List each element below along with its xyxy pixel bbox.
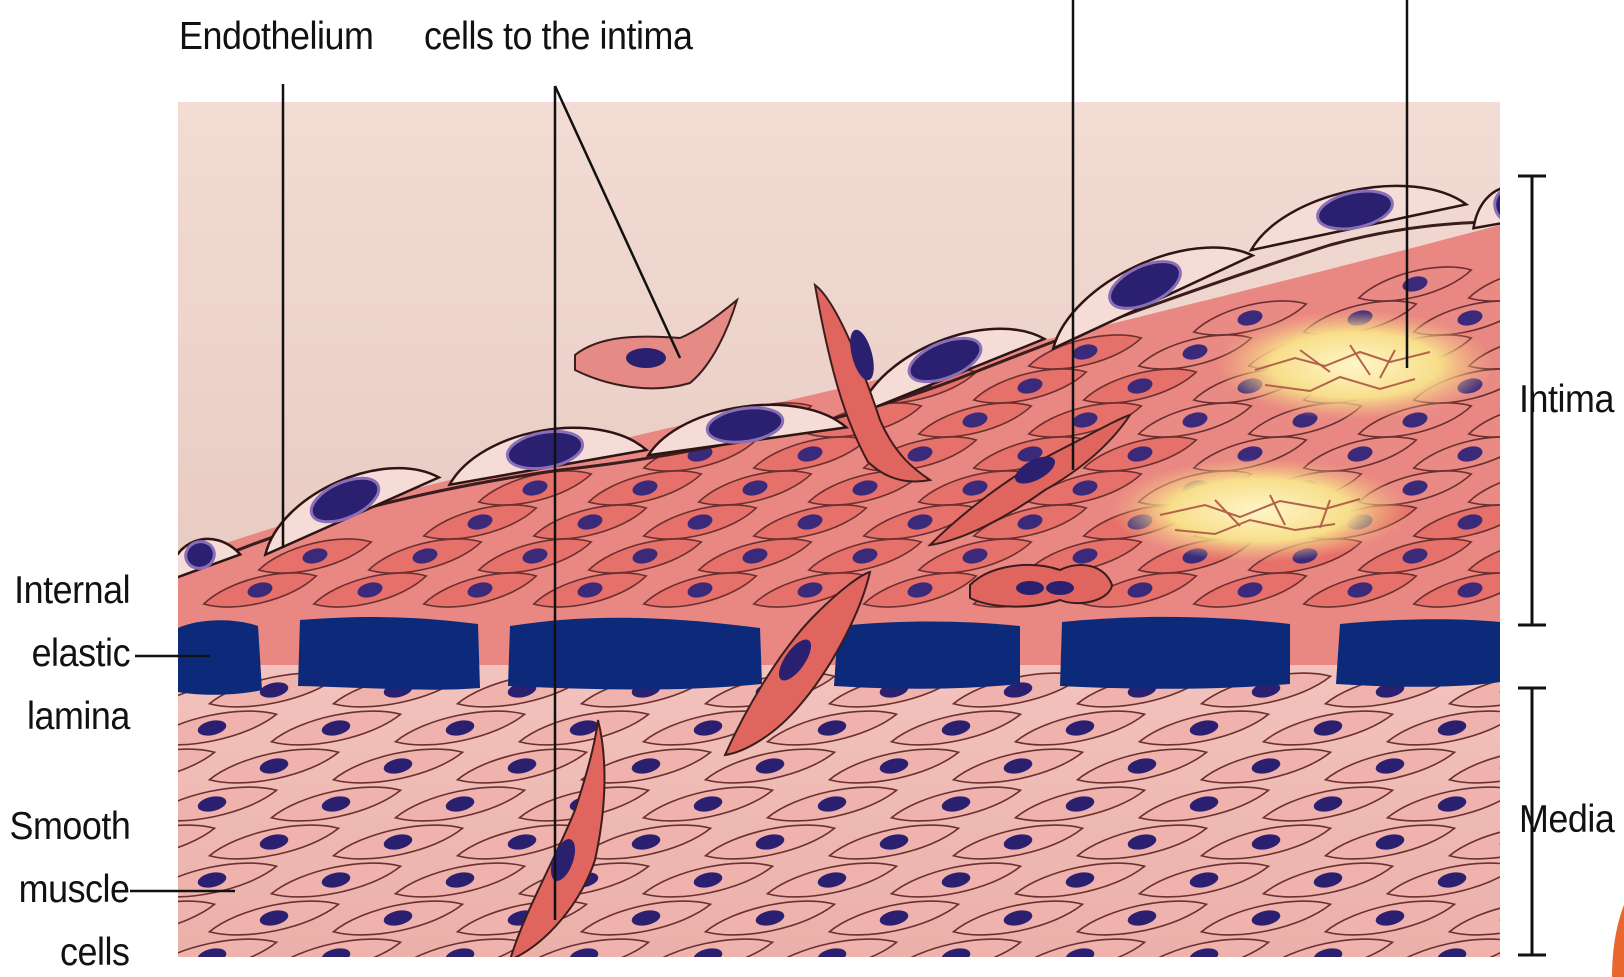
smooth-muscle-cells-label-line1: Smooth xyxy=(9,804,130,851)
intima-label: Intima xyxy=(1519,377,1614,424)
smooth-muscle-cells-label-line3: cells xyxy=(61,930,130,977)
smooth-muscle-cells-label-line2: muscle xyxy=(19,867,130,914)
internal-elastic-lamina-label-line2: elastic xyxy=(32,631,130,678)
dividing-cell xyxy=(970,565,1112,607)
endothelium-label: Endothelium xyxy=(179,14,373,61)
lipid-deposit-upper xyxy=(1215,310,1495,420)
corner-accent xyxy=(1612,905,1624,977)
media-label: Media xyxy=(1519,797,1614,844)
migration-label: cells to the intima xyxy=(424,14,692,61)
internal-elastic-lamina-label-line1: Internal xyxy=(14,568,130,615)
internal-elastic-lamina-label-line3: lamina xyxy=(27,694,130,741)
